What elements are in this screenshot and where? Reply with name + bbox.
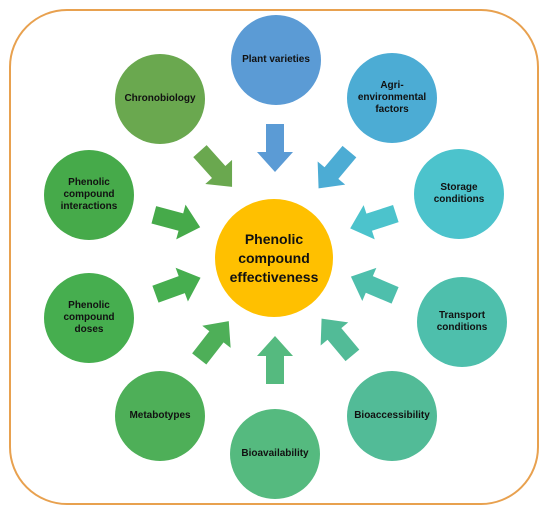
- factor-label-bioavailability: Bioavailability: [241, 448, 309, 459]
- factor-phenolic-compound-interactions: Phenolic compound interactions: [44, 150, 134, 240]
- factor-metabotypes: Metabotypes: [115, 371, 205, 461]
- factor-label-phenolic-compound-interactions: Phenolic compound interactions: [60, 177, 118, 212]
- arrow-chronobiology: [193, 145, 233, 187]
- arrow-bioavailability: [257, 336, 293, 384]
- factor-bioavailability: Bioavailability: [230, 409, 320, 499]
- factor-bioaccessibility: Bioaccessibility: [347, 371, 437, 461]
- center-circle: Phenolic compound effectiveness: [215, 199, 333, 317]
- factor-phenolic-compound-doses: Phenolic compound doses: [44, 273, 134, 363]
- factor-label-bioaccessibility: Bioaccessibility: [354, 410, 430, 421]
- arrow-bioaccessibility: [320, 318, 360, 362]
- factor-label-transport-conditions: Transport conditions: [436, 310, 488, 333]
- factor-label-metabotypes: Metabotypes: [129, 410, 191, 421]
- arrow-plant-varieties: [257, 124, 293, 172]
- factor-label-storage-conditions: Storage conditions: [433, 182, 485, 205]
- factor-transport-conditions: Transport conditions: [417, 277, 507, 367]
- factor-plant-varieties: Plant varieties: [231, 15, 321, 105]
- factor-chronobiology: Chronobiology: [115, 54, 205, 144]
- factor-label-agri-environmental-factors: Agri-environmental factors: [357, 80, 427, 115]
- factor-label-phenolic-compound-doses: Phenolic compound doses: [63, 300, 115, 335]
- arrow-phenolic-compound-interactions: [151, 204, 201, 240]
- factor-label-chronobiology: Chronobiology: [124, 93, 196, 104]
- factor-storage-conditions: Storage conditions: [414, 149, 504, 239]
- center-label: Phenolic compound effectiveness: [229, 230, 319, 285]
- factor-agri-environmental-factors: Agri-environmental factors: [347, 53, 437, 143]
- arrow-transport-conditions: [350, 267, 399, 304]
- arrow-metabotypes: [192, 321, 231, 365]
- arrow-agri-environmental-factors: [317, 145, 357, 189]
- rounded-frame: [9, 9, 539, 505]
- factor-label-plant-varieties: Plant varieties: [242, 54, 310, 65]
- arrow-storage-conditions: [350, 205, 399, 240]
- arrow-phenolic-compound-doses: [152, 267, 201, 303]
